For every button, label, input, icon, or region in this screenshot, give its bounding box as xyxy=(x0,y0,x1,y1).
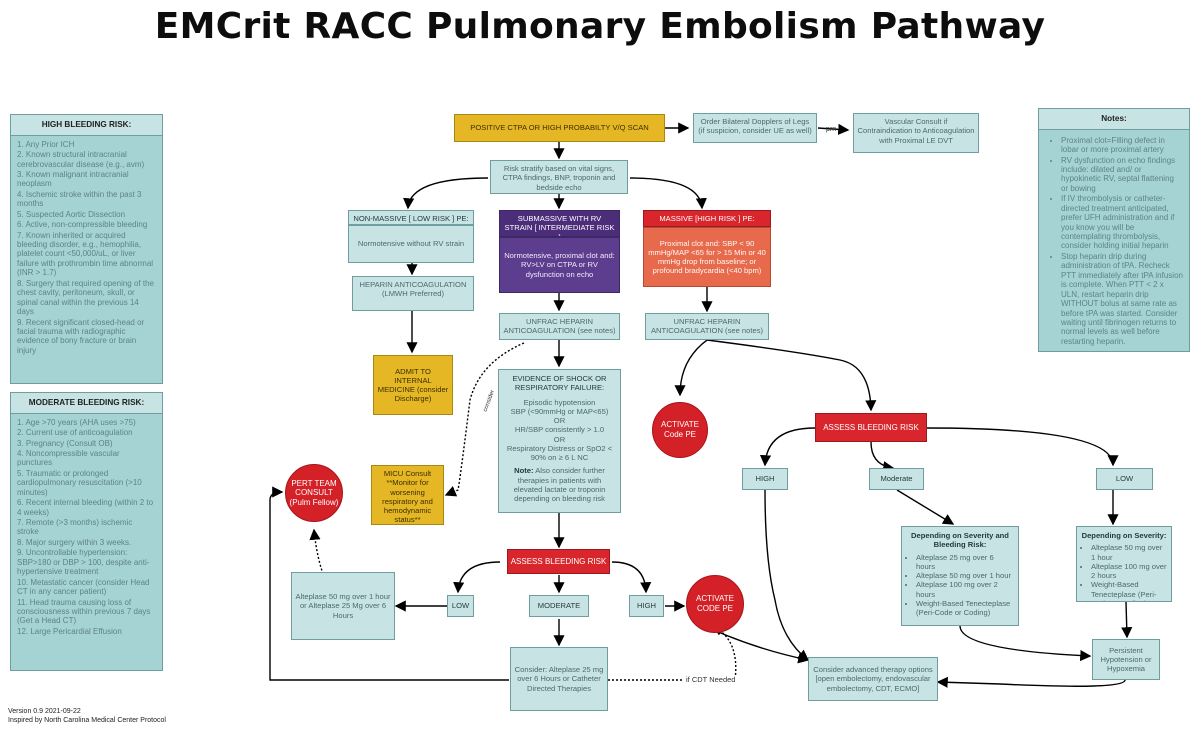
moderate-bleeding-risk-item: 4. Noncompressible vascular punctures xyxy=(17,448,120,468)
high-bleeding-risk-panel: HIGH BLEEDING RISK: 1. Any Prior ICH 2. … xyxy=(10,114,163,384)
massive-risk-low: LOW xyxy=(1096,468,1153,490)
dopplers-line-1: Order Bilateral Dopplers of Legs xyxy=(700,117,810,126)
prn-label: prn xyxy=(826,126,837,133)
shock-node: EVIDENCE OF SHOCK OR RESPIRATORY FAILURE… xyxy=(498,369,621,513)
moderate-bleeding-risk-item: 5. Traumatic or prolonged cardiopulmonar… xyxy=(17,468,142,497)
high-bleeding-risk-item: 9. Recent significant closed-head or fac… xyxy=(17,317,145,355)
severity-low-item: Weight-Based Tenecteplase (Peri-Code or … xyxy=(1091,580,1167,601)
moderate-bleeding-risk-item: 12. Large Pericardial Effusion xyxy=(17,626,122,636)
page-title: EMCrit RACC Pulmonary Embolism Pathway xyxy=(154,6,1046,47)
severity-low-item: Alteplase 100 mg over 2 hours xyxy=(1091,562,1167,581)
high-bleeding-risk-item: 5. Suspected Aortic Dissection xyxy=(17,209,126,219)
moderate-bleeding-risk-item: 9. Uncontrollable hypertension: SBP>180 … xyxy=(17,548,150,577)
activate-line-1: ACTIVATE xyxy=(661,420,699,430)
nonmassive-body: Normotensive without RV strain xyxy=(348,225,474,263)
activate-line-1: ACTIVATE xyxy=(696,594,734,604)
moderate-bleeding-risk-item: 8. Major surgery within 3 weeks. xyxy=(17,537,132,547)
shock-line: OR xyxy=(553,416,566,425)
moderate-bleeding-risk-item: 6. Recent internal bleeding (within 2 to… xyxy=(17,498,154,517)
severity-moderate-item: Weight-Based Tenecteplase (Peri-Code or … xyxy=(916,599,1014,618)
moderate-bleeding-risk-item: 7. Remote (>3 months) ischemic stroke xyxy=(17,518,133,537)
activate-code-pe-node: ACTIVATE Code PE xyxy=(652,402,708,458)
severity-low-node: Depending on Severity: Alteplase 50 mg o… xyxy=(1076,526,1172,602)
high-bleeding-risk-header: HIGH BLEEDING RISK: xyxy=(11,115,162,136)
pert-line-1: PERT TEAM CONSULT xyxy=(291,478,337,498)
notes-item: If IV thrombolysis or catheter-directed … xyxy=(1061,194,1183,251)
moderate-bleeding-risk-header: MODERATE BLEEDING RISK: xyxy=(11,393,162,414)
admit-medicine-node: ADMIT TO INTERNAL MEDICINE (consider Dis… xyxy=(373,355,453,415)
moderate-bleeding-risk-panel: MODERATE BLEEDING RISK: 1. Age >70 years… xyxy=(10,392,163,671)
submassive-body: Normotensive, proximal clot and: RV>LV o… xyxy=(499,237,620,293)
massive-risk-moderate: Moderate xyxy=(869,468,924,490)
nonmassive-header: NON-MASSIVE [ LOW RISK ] PE: xyxy=(348,210,474,225)
alteplase-low-node: Alteplase 50 mg over 1 hour or Alteplase… xyxy=(291,572,395,640)
severity-low-header: Depending on Severity: xyxy=(1081,531,1167,540)
high-bleeding-risk-item: 1. Any Prior ICH xyxy=(17,139,75,149)
advanced-therapy-node: Consider advanced therapy options [open … xyxy=(808,657,938,701)
severity-moderate-item: Alteplase 100 mg over 2 hours xyxy=(916,580,1014,599)
footer-version: Version 0.9 2021-09-22 xyxy=(8,708,81,715)
moderate-bleeding-risk-item: 1. Age >70 years (AHA uses >75) xyxy=(17,417,136,427)
footer-credit: Inspired by North Carolina Medical Cente… xyxy=(8,717,166,725)
shock-note-label: Note: xyxy=(514,466,534,476)
severity-low-item: Alteplase 50 mg over 1 hour xyxy=(1091,543,1167,562)
micu-consult-node: MICU Consult **Monitor for worsening res… xyxy=(371,465,444,525)
shock-line: Respiratory Distress or SpO2 < 90% on ≥ … xyxy=(506,443,613,462)
massive-heparin: UNFRAC HEPARIN ANTICOAGULATION (see note… xyxy=(645,313,769,340)
high-bleeding-risk-item: 6. Active, non-compressible bleeding xyxy=(17,220,148,230)
cdt-needed-label: if CDT Needed xyxy=(684,675,738,684)
severity-moderate-header: Depending on Severity and Bleeding Risk: xyxy=(911,531,1009,550)
severity-moderate-node: Depending on Severity and Bleeding Risk:… xyxy=(901,526,1019,626)
high-bleeding-risk-item: 7. Known inherited or acquired bleeding … xyxy=(17,230,154,278)
assess-bleeding-risk-massive: ASSESS BLEEDING RISK xyxy=(815,413,927,442)
notes-item: RV dysfunction on echo findings include:… xyxy=(1061,156,1183,194)
risk-stratify-node: Risk stratify based on vital signs, CTPA… xyxy=(490,160,628,194)
notes-item: Stop heparin drip during administration … xyxy=(1061,252,1183,346)
activate-code-pe-node: ACTIVATE CODE PE xyxy=(686,575,744,633)
moderate-bleeding-risk-item: 2. Current use of anticoagulation xyxy=(17,428,133,438)
shock-line: Episodic hypotension xyxy=(523,397,596,407)
dopplers-node: Order Bilateral Dopplers of Legs (if sus… xyxy=(693,113,817,143)
shock-line: SBP (<90mmHg or MAP<65) xyxy=(510,406,609,416)
massive-body: Proximal clot and: SBP < 90 mmHg/MAP <65… xyxy=(643,227,771,287)
high-bleeding-risk-item: 4. Ischemic stroke within the past 3 mon… xyxy=(17,189,142,209)
persistent-hypotension-node: Persistent Hypotension or Hypoxemia xyxy=(1092,639,1160,680)
activate-line-2: CODE PE xyxy=(696,604,733,613)
submassive-risk-moderate: MODERATE xyxy=(529,595,589,617)
severity-moderate-item: Alteplase 50 mg over 1 hour xyxy=(916,571,1014,580)
high-bleeding-risk-item: 3. Known malignant intracranial neoplasm xyxy=(17,169,129,189)
footer: Version 0.9 2021-09-22 Inspired by North… xyxy=(8,707,166,726)
nonmassive-heparin: HEPARIN ANTICOAGULATION (LMWH Preferred) xyxy=(352,276,474,311)
start-node: POSITIVE CTPA OR HIGH PROBABILTY V/Q SCA… xyxy=(454,114,665,142)
massive-risk-high: HIGH xyxy=(742,468,788,490)
notes-item: Proximal clot=Filling defect in lobar or… xyxy=(1061,136,1183,155)
high-bleeding-risk-item: 8. Surgery that required opening of the … xyxy=(17,278,154,317)
submassive-risk-high: HIGH xyxy=(629,595,664,617)
pert-line-2: (Pulm Fellow) xyxy=(289,497,339,507)
submassive-header: SUBMASSIVE WITH RV STRAIN [ INTERMEDIATE… xyxy=(499,210,620,237)
moderate-bleeding-risk-item: 10. Metastatic cancer (consider Head CT … xyxy=(17,577,150,597)
high-bleeding-risk-item: 2. Known structural intracranial cerebro… xyxy=(17,150,145,169)
shock-line: HR/SBP consistently > 1.0 xyxy=(514,425,605,435)
moderate-bleeding-risk-item: 11. Head trauma causing loss of consciou… xyxy=(17,597,151,626)
notes-header: Notes: xyxy=(1039,109,1189,130)
shock-note-text: Also consider further therapies in patie… xyxy=(513,466,606,503)
consider-low-node: Consider: Alteplase 25 mg over 6 Hours o… xyxy=(510,647,608,711)
vascular-consult-node: Vascular Consult if Contraindication to … xyxy=(853,113,979,153)
shock-header: EVIDENCE OF SHOCK OR RESPIRATORY FAILURE… xyxy=(512,374,607,393)
massive-header: MASSIVE [HIGH RISK ] PE: xyxy=(643,210,771,227)
severity-moderate-item: Alteplase 25 mg over 6 hours xyxy=(916,553,1014,572)
shock-line: OR xyxy=(553,434,566,444)
moderate-bleeding-risk-item: 3. Pregnancy (Consult OB) xyxy=(17,438,113,448)
submassive-risk-low: LOW xyxy=(447,595,474,617)
activate-line-2: Code PE xyxy=(663,430,697,439)
assess-bleeding-risk-submassive: ASSESS BLEEDING RISK xyxy=(507,549,610,574)
pert-team-consult-node: PERT TEAM CONSULT (Pulm Fellow) xyxy=(285,464,343,522)
notes-panel: Notes: Proximal clot=Filling defect in l… xyxy=(1038,108,1190,352)
submassive-heparin: UNFRAC HEPARIN ANTICOAGULATION (see note… xyxy=(499,313,620,340)
dopplers-line-2: (if suspicion, consider UE as well) xyxy=(698,126,812,136)
